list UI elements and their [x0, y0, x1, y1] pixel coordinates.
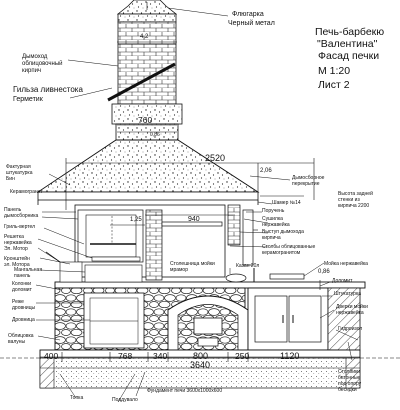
right-brick-pillar — [227, 204, 241, 246]
dim-1120: 1120 — [280, 351, 300, 361]
dim-250: 250 — [235, 351, 250, 361]
foundation — [39, 357, 361, 389]
dim-768: 768 — [118, 351, 133, 361]
label-plaster: Штукатурка — [334, 291, 362, 297]
label-panel-1: Панель — [4, 207, 22, 213]
smoke-hood — [36, 139, 260, 193]
label-chimney-2: облицовочный — [22, 61, 63, 67]
label-porcelain: Керамогранит — [10, 189, 43, 195]
label-firebox: Топка — [70, 395, 84, 401]
label-chimney-ledge-2: кирпича — [262, 235, 281, 241]
label-posts-4: беседки — [338, 387, 357, 393]
dim-2520: 2520 — [205, 153, 226, 163]
label-bracket-2: эл. Мотора — [4, 262, 30, 268]
label-posts-2: бетонные — [338, 375, 361, 381]
label-grate-2: нержавейка — [4, 240, 32, 246]
middle-brick-column — [145, 209, 163, 281]
label-pillars-1: Столбы облицованные — [262, 244, 316, 250]
label-countertop-1: Столешница мойки — [170, 261, 215, 267]
sink-door-right — [288, 295, 322, 343]
dim-0-86-top: 0,86 — [150, 132, 160, 138]
label-back-wall-1: Высота задней — [338, 191, 373, 197]
label-textured-2: штукатурка — [6, 170, 33, 176]
label-cladding-2: валуны — [8, 339, 26, 345]
label-woodbox: Дровница — [12, 317, 35, 323]
label-black-metal: Черный метал — [228, 20, 275, 27]
title-line-4: М 1:20 — [318, 65, 351, 77]
label-posts-3: под опору — [338, 381, 362, 387]
label-cauldron: Казан 20л — [236, 263, 260, 269]
label-smoke-ceiling-2: перекрытие — [292, 181, 320, 187]
right-dolomite-block — [327, 287, 361, 351]
label-weathervane: Флюгарка — [232, 11, 264, 18]
grill-grate — [91, 256, 141, 262]
label-columns-1: Колонки — [12, 281, 32, 287]
dim-760: 760 — [138, 115, 153, 125]
gutter-pipe — [107, 62, 176, 102]
label-posts-1: Столбики — [338, 369, 361, 375]
cauldron — [225, 273, 247, 283]
label-sink: Мойка нержавейка — [324, 261, 368, 267]
label-grate-1: Решетка — [4, 234, 24, 240]
label-dryer-2: нержавейка — [262, 222, 290, 228]
label-sealant: Герметик — [13, 96, 43, 103]
title-line-2: "Валентина" — [317, 38, 378, 50]
label-countertop-2: мрамор — [170, 267, 188, 273]
label-textured-1: Фактурная — [6, 164, 31, 170]
ash-door — [197, 337, 219, 347]
label-grill-spit: Гриль-вертел — [4, 224, 36, 230]
dim-940: 940 — [188, 216, 200, 223]
dim-400: 400 — [44, 351, 59, 361]
chimney-cap — [116, 0, 178, 23]
label-bracket-1: Кронштейн — [4, 256, 30, 262]
label-chimney-1: Дымоход — [22, 54, 48, 60]
hood-lower-band — [37, 191, 259, 201]
label-waterproofing: Гидроизол — [338, 326, 363, 332]
label-handrail: Поручень — [262, 208, 285, 214]
label-pillars-2: керамогранитом — [262, 250, 301, 256]
label-panel-2: дымосборника — [4, 213, 39, 219]
title-line-5: Лист 2 — [318, 79, 350, 91]
label-woodbox-edge-2: дровницы — [12, 305, 36, 311]
label-chimney-ledge-1: Выступ дымохода — [262, 229, 304, 235]
label-damper: Шамер №14 — [272, 200, 301, 206]
label-cladding-1: Облицовка — [8, 333, 34, 339]
title-line-1: Печь-барбекю — [315, 26, 385, 38]
dim-4-2: 4,2 — [140, 34, 149, 40]
label-el-motor: Эл. Мотор — [4, 246, 28, 252]
title-line-3: Фасад печки — [318, 50, 380, 62]
label-chimney-3: кирпич — [22, 68, 42, 74]
firebox-door — [193, 317, 223, 335]
dim-3640: 3640 — [190, 360, 211, 370]
dimension-lines — [40, 41, 360, 369]
sink-bowl — [269, 273, 305, 280]
leader-lines — [35, 7, 359, 403]
label-brazier-2: панель — [14, 273, 31, 279]
label-ash-pit: Поддувало — [112, 397, 138, 403]
label-smoke-ceiling-1: Дымосборное — [292, 175, 325, 181]
countertop — [54, 281, 366, 289]
dim-0-86-right: 0,86 — [318, 269, 330, 275]
label-brazier-1: Мангальная — [14, 267, 43, 273]
dim-800: 800 — [193, 351, 209, 361]
label-back-wall-2: стенки из — [338, 197, 360, 203]
sink-door-left — [254, 295, 288, 343]
label-columns-2: доломит — [12, 287, 32, 293]
dim-1-25: 1,25 — [130, 217, 142, 223]
label-woodbox-edge-1: Реже — [12, 299, 24, 305]
dim-2-06: 2,06 — [260, 168, 272, 174]
label-textured-3: Бин — [6, 176, 15, 182]
label-foundation: Фундамент печи 3600х1000х600 — [147, 388, 223, 394]
label-dryer-1: Сушилка — [262, 216, 283, 222]
label-sink-doors-1: Дверки мойки — [336, 304, 368, 310]
dim-340: 340 — [153, 351, 168, 361]
label-gutter-sleeve: Гильза ливнестока — [13, 85, 83, 94]
chimney-shaft — [117, 43, 177, 105]
label-dolomite: Доломит — [332, 278, 353, 284]
chimney-top — [117, 21, 177, 45]
label-sink-doors-2: нержавейка — [336, 310, 364, 316]
label-back-wall-3: кирпича 2200 — [338, 203, 370, 209]
